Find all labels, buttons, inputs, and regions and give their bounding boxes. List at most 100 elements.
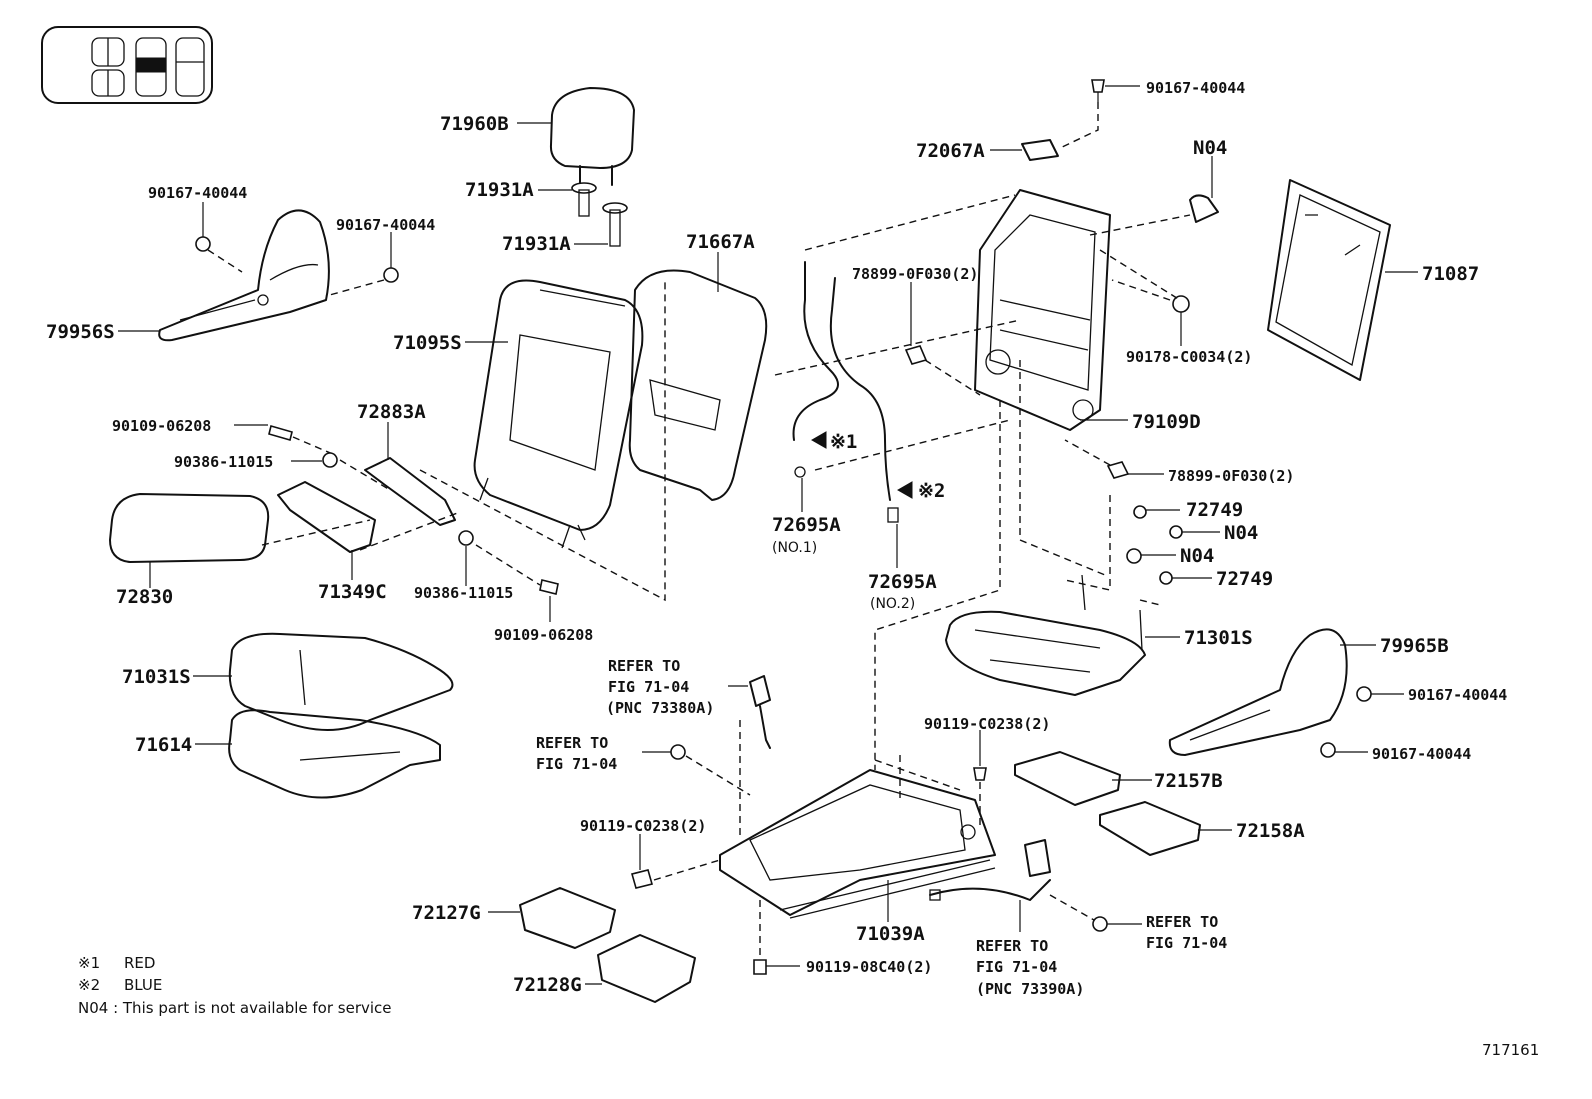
label-79956S: 79956S <box>46 321 115 343</box>
mark-ref-2: ※2 <box>918 480 945 502</box>
bolt-icon <box>973 767 987 781</box>
label-90167-40044-top: 90167-40044 <box>1146 79 1245 97</box>
cover-72157B-drawing <box>1014 751 1121 806</box>
clip-icon <box>1126 548 1142 564</box>
label-72749-b: 72749 <box>1216 568 1273 590</box>
legend-mark-1: ※1 <box>78 954 100 972</box>
cover-72067A-drawing <box>1021 139 1059 161</box>
label-71960B: 71960B <box>440 113 509 135</box>
label-N04-mid: N04 <box>1224 522 1258 544</box>
seatbelt-buckle-right-drawing <box>929 839 1051 901</box>
back-board-71087-drawing <box>1267 179 1391 381</box>
nut-icon <box>1172 295 1190 313</box>
label-90178-C0034: 90178-C0034(2) <box>1126 348 1252 366</box>
mark-ref-1: ※1 <box>830 431 857 453</box>
bolt-icon <box>753 959 767 975</box>
label-71349C: 71349C <box>318 581 387 603</box>
seatback-pad-drawing <box>628 269 768 501</box>
selected-seat-marker <box>135 57 167 73</box>
label-78899-0F030-a: 78899-0F030(2) <box>852 265 978 283</box>
label-72749-a: 72749 <box>1186 499 1243 521</box>
seatback-cover-drawing <box>473 279 644 549</box>
label-72067A: 72067A <box>916 140 985 162</box>
ref-block-3-line2: FIG 71-04 <box>976 958 1057 976</box>
arrow-icon <box>810 431 827 449</box>
label-72695A-2: 72695A <box>868 571 937 593</box>
legend-mark-2: ※2 <box>78 976 100 994</box>
label-71301S: 71301S <box>1184 627 1253 649</box>
bolt-icon <box>904 345 928 365</box>
label-72830: 72830 <box>116 586 173 608</box>
label-72127G: 72127G <box>412 902 481 924</box>
nut-icon <box>1092 916 1108 932</box>
label-72695A-1-sub: (NO.1) <box>772 540 817 556</box>
legend-text-2: BLUE <box>124 976 162 994</box>
label-71931A-lower: 71931A <box>502 233 571 255</box>
release-cable-drawing <box>792 261 899 523</box>
label-90167-40044-b: 90167-40044 <box>336 216 435 234</box>
cushion-frame-drawing <box>945 574 1146 696</box>
label-90109-06208-b: 90109-06208 <box>494 626 593 644</box>
bolt-icon <box>1320 742 1336 758</box>
arrow-icon <box>896 481 913 499</box>
side-cover-79956S-drawing <box>158 209 330 342</box>
label-72128G: 72128G <box>513 974 582 996</box>
seat-track-drawing <box>719 769 996 919</box>
ref-block-2-line1: REFER TO <box>536 734 608 752</box>
bolt-icon <box>268 425 293 441</box>
nut-icon <box>458 530 474 546</box>
legend-text-3: N04 : This part is not available for ser… <box>78 999 392 1017</box>
ref-block-4-line2: FIG 71-04 <box>1146 934 1227 952</box>
label-71931A-upper: 71931A <box>465 179 534 201</box>
label-90167-40044-d: 90167-40044 <box>1372 745 1471 763</box>
label-72695A-2-sub: (NO.2) <box>870 596 915 612</box>
seat-cushion-pad-drawing <box>228 709 441 799</box>
label-78899-0F030-b: 78899-0F030(2) <box>1168 467 1294 485</box>
label-90386-11015-b: 90386-11015 <box>414 584 513 602</box>
label-71031S: 71031S <box>122 666 191 688</box>
label-90119-C0238-left: 90119-C0238(2) <box>580 817 706 835</box>
headrest-drawing <box>549 87 635 186</box>
figure-id: 717161 <box>1482 1041 1539 1059</box>
label-90119-08C40: 90119-08C40(2) <box>806 958 932 976</box>
label-N04-top: N04 <box>1193 137 1227 159</box>
headrest-guide-drawing <box>571 182 628 247</box>
bolt-icon <box>1356 686 1372 702</box>
ref-block-1-line3: (PNC 73380A) <box>606 699 714 717</box>
nut-icon <box>322 452 338 468</box>
label-71614: 71614 <box>135 734 192 756</box>
label-90167-40044-a: 90167-40044 <box>148 184 247 202</box>
nut-icon <box>1159 571 1173 585</box>
clip-icon <box>1169 525 1183 539</box>
label-72157B: 72157B <box>1154 770 1223 792</box>
label-71095S: 71095S <box>393 332 462 354</box>
nut-icon <box>670 744 686 760</box>
seatbelt-buckle-left-drawing <box>749 675 771 749</box>
bolt-icon <box>1106 461 1130 479</box>
label-79965B: 79965B <box>1380 635 1449 657</box>
label-71087: 71087 <box>1422 263 1479 285</box>
clip-N04-drawing <box>1189 194 1219 223</box>
label-90167-40044-c: 90167-40044 <box>1408 686 1507 704</box>
nut-icon <box>1133 505 1147 519</box>
seat-cushion-cover-drawing <box>228 632 454 731</box>
ref-block-3-line1: REFER TO <box>976 937 1048 955</box>
label-71667A: 71667A <box>686 231 755 253</box>
seatback-frame-drawing <box>974 189 1111 431</box>
label-90386-11015-a: 90386-11015 <box>174 453 273 471</box>
bracket-71349C-drawing <box>277 481 376 553</box>
legend-text-1: RED <box>124 954 155 972</box>
bolt-icon <box>631 869 653 889</box>
label-72158A: 72158A <box>1236 820 1305 842</box>
bolt-icon <box>539 579 559 595</box>
bolt-icon <box>1091 79 1105 93</box>
cover-72128G-drawing <box>597 934 696 1003</box>
cover-72158A-drawing <box>1099 801 1201 856</box>
ref-block-2-line2: FIG 71-04 <box>536 755 617 773</box>
ref-block-4-line1: REFER TO <box>1146 913 1218 931</box>
ref-block-3-line3: (PNC 73390A) <box>976 980 1084 998</box>
bolt-icon <box>383 267 399 283</box>
armrest-bracket-72883A-drawing <box>364 457 456 526</box>
label-72695A-1: 72695A <box>772 514 841 536</box>
label-N04-low: N04 <box>1180 545 1214 567</box>
